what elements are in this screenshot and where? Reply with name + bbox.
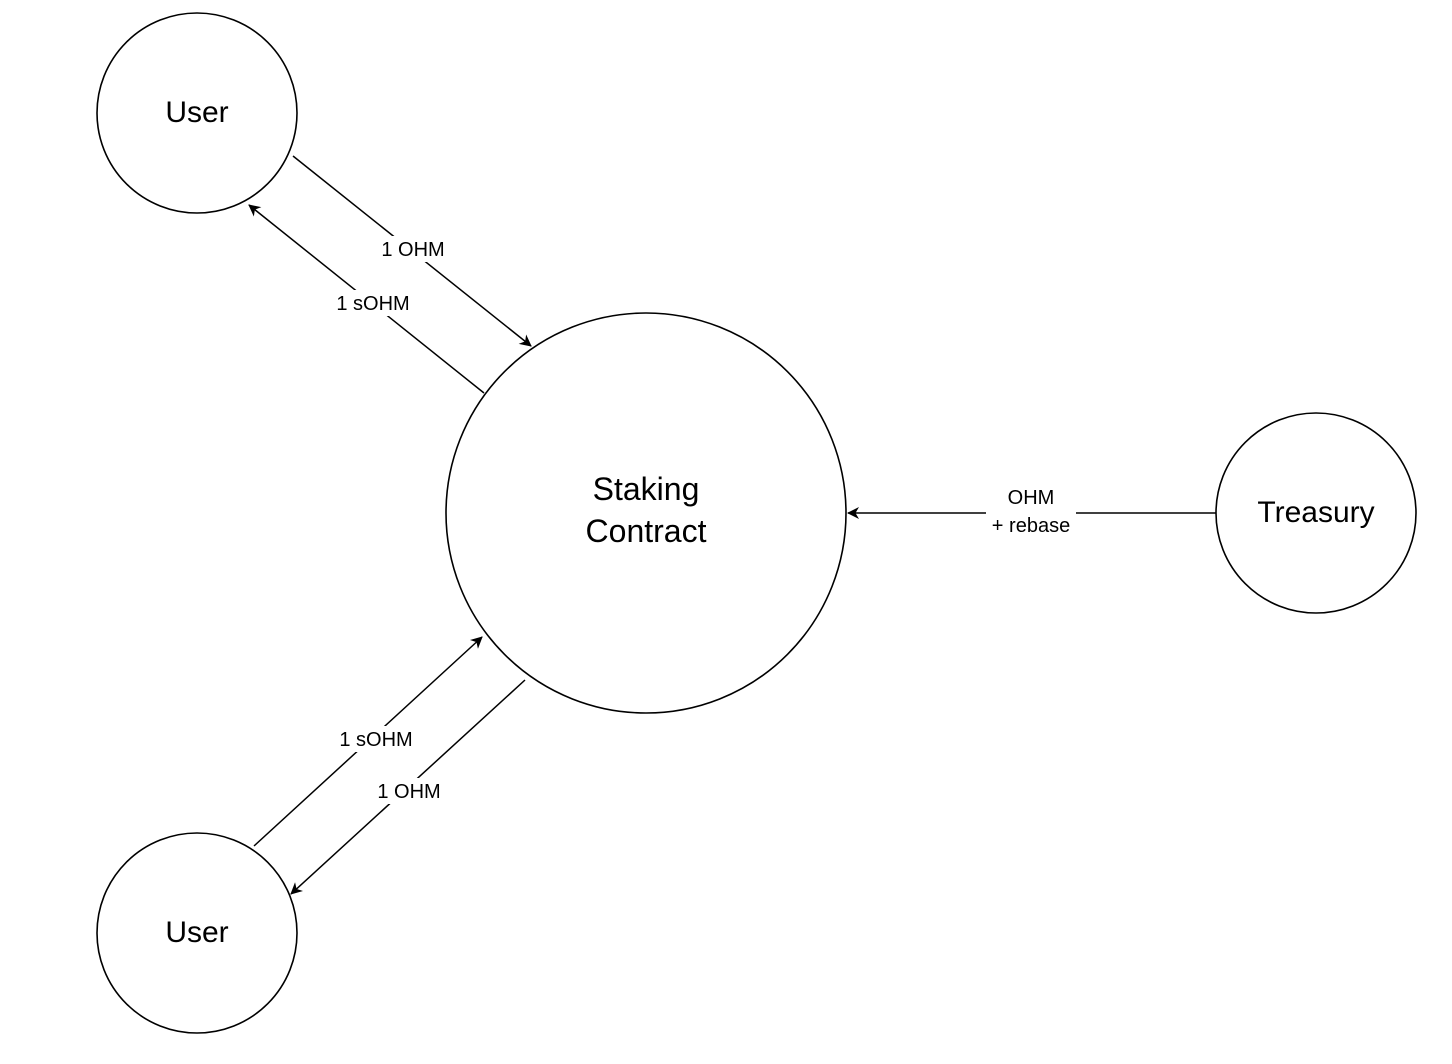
edge-label-top-out: 1 sOHM bbox=[336, 293, 409, 315]
edge-label-treasury-line2: + rebase bbox=[992, 515, 1070, 537]
node-user-bottom: User bbox=[96, 832, 298, 1034]
node-user-top-label: User bbox=[165, 96, 228, 129]
node-user-bottom-label: User bbox=[165, 916, 228, 949]
node-treasury: Treasury bbox=[1215, 412, 1417, 614]
edge-label-treasury-line1: OHM bbox=[1008, 487, 1055, 509]
node-staking-label-line2: Contract bbox=[586, 513, 707, 549]
edge-label-bottom-in: 1 sOHM bbox=[339, 729, 412, 751]
node-treasury-label: Treasury bbox=[1257, 496, 1374, 529]
edge-label-bottom-out: 1 OHM bbox=[377, 781, 440, 803]
node-staking-label-line1: Staking bbox=[593, 471, 700, 507]
edge-label-top-in: 1 OHM bbox=[381, 239, 444, 261]
node-user-top: User bbox=[96, 12, 298, 214]
node-staking-contract: Staking Contract bbox=[445, 312, 847, 714]
